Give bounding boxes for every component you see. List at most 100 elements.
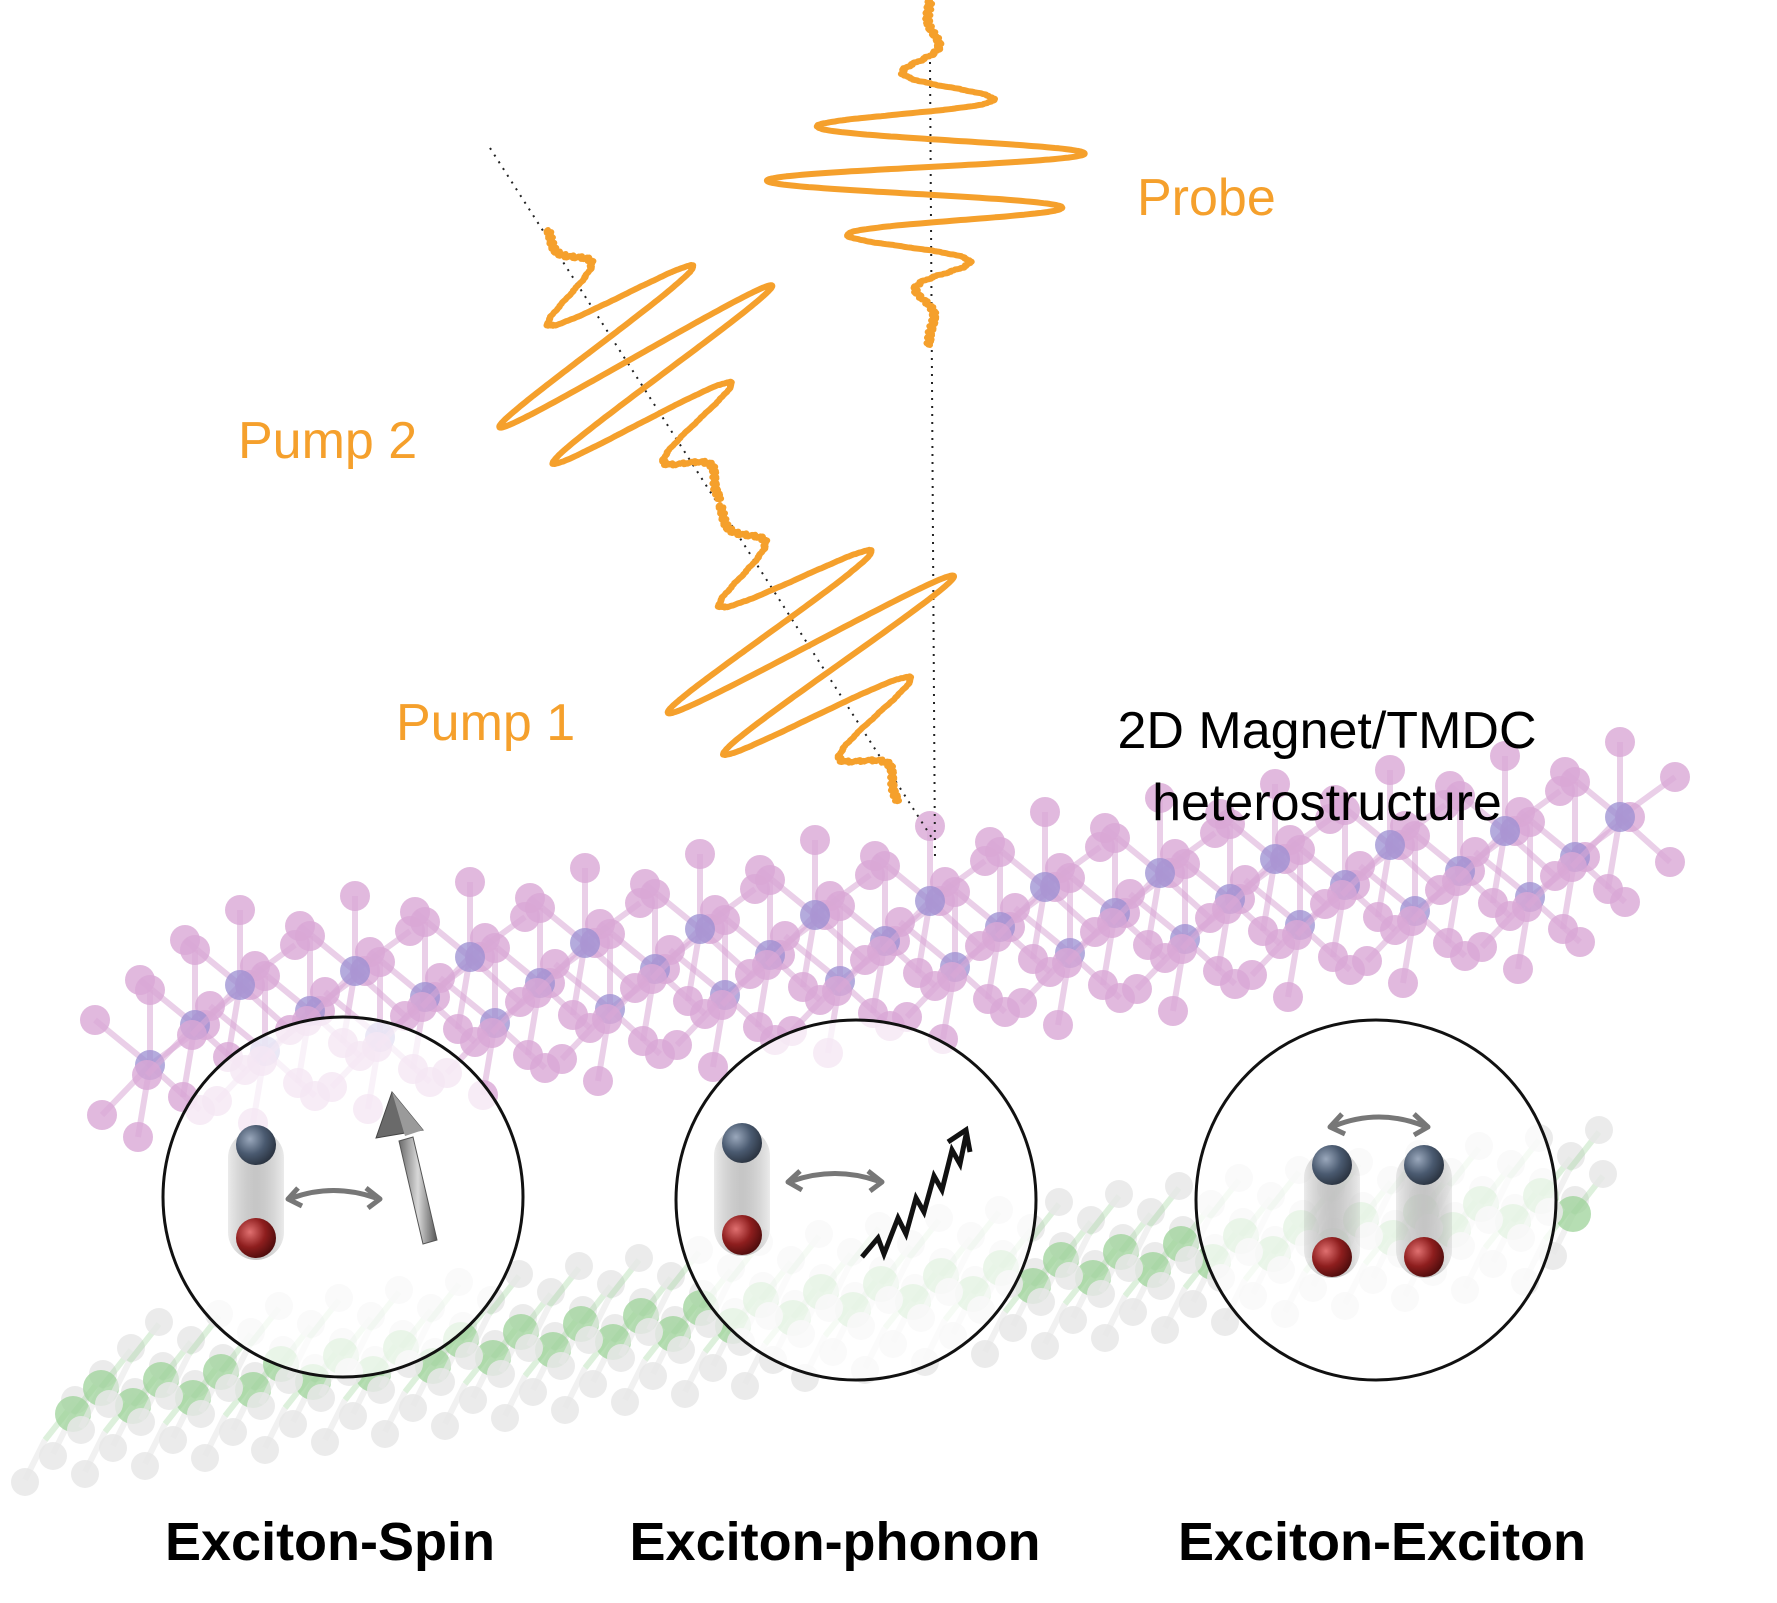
tmdc-chalcogen-atom bbox=[1165, 1172, 1193, 1200]
magnet-ligand-atom bbox=[1158, 996, 1188, 1026]
tmdc-chalcogen-atom bbox=[371, 1420, 399, 1448]
magnet-ligand-atom bbox=[1327, 880, 1357, 910]
tmdc-chalcogen-atom bbox=[519, 1378, 547, 1406]
magnet-ligand-atom bbox=[1052, 948, 1082, 978]
tmdc-chalcogen-atom bbox=[597, 1270, 625, 1298]
tmdc-chalcogen-atom bbox=[131, 1452, 159, 1480]
magnet-ligand-atom bbox=[673, 986, 703, 1016]
magnet-ligand-atom bbox=[443, 1014, 473, 1044]
magnet-ligand-atom bbox=[800, 825, 830, 855]
magnet-metal-atom bbox=[1030, 872, 1060, 902]
magnet-ligand-atom bbox=[1018, 944, 1048, 974]
magnet-ligand-atom bbox=[407, 992, 437, 1022]
tmdc-chalcogen-atom bbox=[551, 1396, 579, 1424]
tmdc-chalcogen-atom bbox=[607, 1344, 635, 1372]
tmdc-chalcogen-atom bbox=[275, 1366, 303, 1394]
tmdc-chalcogen-atom bbox=[311, 1428, 339, 1456]
magnet-ligand-atom bbox=[743, 1012, 773, 1042]
magnet-ligand-atom bbox=[867, 936, 897, 966]
coupling-arrow-icon bbox=[791, 1171, 879, 1184]
magnet-ligand-atom bbox=[570, 853, 600, 883]
tmdc-chalcogen-atom bbox=[1115, 1254, 1143, 1282]
magnet-ligand-atom bbox=[515, 883, 545, 913]
magnet-ligand-atom bbox=[707, 990, 737, 1020]
magnet-ligand-atom bbox=[1397, 906, 1427, 936]
pump-axis-dotted-line bbox=[489, 147, 933, 839]
tmdc-chalcogen-atom bbox=[1589, 1160, 1617, 1188]
tmdc-chalcogen-atom bbox=[95, 1390, 123, 1418]
magnet-ligand-atom bbox=[915, 811, 945, 841]
tmdc-chalcogen-atom bbox=[187, 1400, 215, 1428]
tmdc-chalcogen-atom bbox=[251, 1436, 279, 1464]
phonon-wave-icon bbox=[860, 1134, 969, 1262]
magnet-metal-atom bbox=[915, 886, 945, 916]
magnet-ligand-atom bbox=[177, 1020, 207, 1050]
tmdc-chalcogen-atom bbox=[537, 1278, 565, 1306]
tmdc-chalcogen-atom bbox=[1055, 1262, 1083, 1290]
magnet-ligand-atom bbox=[1442, 866, 1472, 896]
tmdc-chalcogen-atom bbox=[699, 1354, 727, 1382]
magnet-ligand-atom bbox=[975, 827, 1005, 857]
magnet-ligand-atom bbox=[1203, 956, 1233, 986]
magnet-ligand-atom bbox=[1273, 982, 1303, 1012]
magnet-ligand-atom bbox=[685, 839, 715, 869]
magnet-ligand-atom bbox=[1237, 960, 1267, 990]
magnet-ligand-atom bbox=[1212, 894, 1242, 924]
tmdc-chalcogen-atom bbox=[1179, 1290, 1207, 1318]
magnet-ligand-atom bbox=[1557, 852, 1587, 882]
tmdc-chalcogen-atom bbox=[1119, 1298, 1147, 1326]
tmdc-chalcogen-atom bbox=[671, 1380, 699, 1408]
magnet-ligand-atom bbox=[583, 1066, 613, 1096]
pump2-pulse-wave bbox=[496, 227, 776, 503]
exciton-phonon-circle bbox=[674, 1018, 1038, 1382]
tmdc-chalcogen-atom bbox=[71, 1460, 99, 1488]
magnet-ligand-atom bbox=[132, 1060, 162, 1090]
tmdc-chalcogen-atom bbox=[11, 1468, 39, 1496]
exciton-exciton-label: Exciton-Exciton bbox=[1178, 1512, 1586, 1572]
probe-pulse-wave bbox=[763, 0, 1088, 348]
magnet-metal-atom bbox=[1145, 858, 1175, 888]
exciton-pair-icon bbox=[1333, 1114, 1425, 1129]
magnet-metal-atom bbox=[685, 914, 715, 944]
magnet-ligand-atom bbox=[860, 841, 890, 871]
magnet-metal-atom bbox=[1260, 844, 1290, 874]
tmdc-chalcogen-atom bbox=[639, 1362, 667, 1390]
magnet-ligand-atom bbox=[630, 869, 660, 899]
magnet-ligand-atom bbox=[513, 1040, 543, 1070]
magnet-metal-atom bbox=[340, 956, 370, 986]
exciton-phonon-label: Exciton-phonon bbox=[630, 1512, 1041, 1572]
tmdc-chalcogen-atom bbox=[67, 1416, 95, 1444]
magnet-ligand-atom bbox=[1248, 916, 1278, 946]
tmdc-chalcogen-atom bbox=[307, 1384, 335, 1412]
magnet-ligand-atom bbox=[400, 897, 430, 927]
tmdc-chalcogen-atom bbox=[339, 1402, 367, 1430]
tmdc-chalcogen-atom bbox=[177, 1326, 205, 1354]
tmdc-chalcogen-atom bbox=[491, 1404, 519, 1432]
hole-sphere bbox=[236, 1218, 276, 1258]
magnet-ligand-atom bbox=[937, 962, 967, 992]
magnet-ligand-atom bbox=[662, 1030, 692, 1060]
electron-sphere bbox=[722, 1123, 762, 1163]
tmdc-chalcogen-atom bbox=[155, 1382, 183, 1410]
magnet-ligand-atom bbox=[1478, 888, 1508, 918]
tmdc-chalcogen-atom bbox=[575, 1326, 603, 1354]
magnet-metal-atom bbox=[1605, 802, 1635, 832]
tmdc-chalcogen-atom bbox=[505, 1260, 533, 1288]
exciton-spin-circle bbox=[161, 1015, 525, 1379]
tmdc-chalcogen-atom bbox=[1077, 1206, 1105, 1234]
magnet-ligand-atom bbox=[80, 1005, 110, 1035]
magnet-ligand-atom bbox=[1260, 769, 1290, 799]
tmdc-chalcogen-atom bbox=[431, 1412, 459, 1440]
magnet-ligand-atom bbox=[1007, 988, 1037, 1018]
magnet-ligand-atom bbox=[455, 867, 485, 897]
magnet-ligand-atom bbox=[170, 925, 200, 955]
magnet-ligand-atom bbox=[1548, 914, 1578, 944]
magnet-ligand-atom bbox=[1375, 755, 1405, 785]
tmdc-chalcogen-atom bbox=[1027, 1288, 1055, 1316]
magnet-ligand-atom bbox=[558, 1000, 588, 1030]
tmdc-chalcogen-atom bbox=[999, 1314, 1027, 1342]
tmdc-chalcogen-atom bbox=[367, 1376, 395, 1404]
tmdc-chalcogen-atom bbox=[1087, 1280, 1115, 1308]
tmdc-metal-atom bbox=[1555, 1196, 1591, 1232]
magnet-ligand-atom bbox=[1030, 797, 1060, 827]
